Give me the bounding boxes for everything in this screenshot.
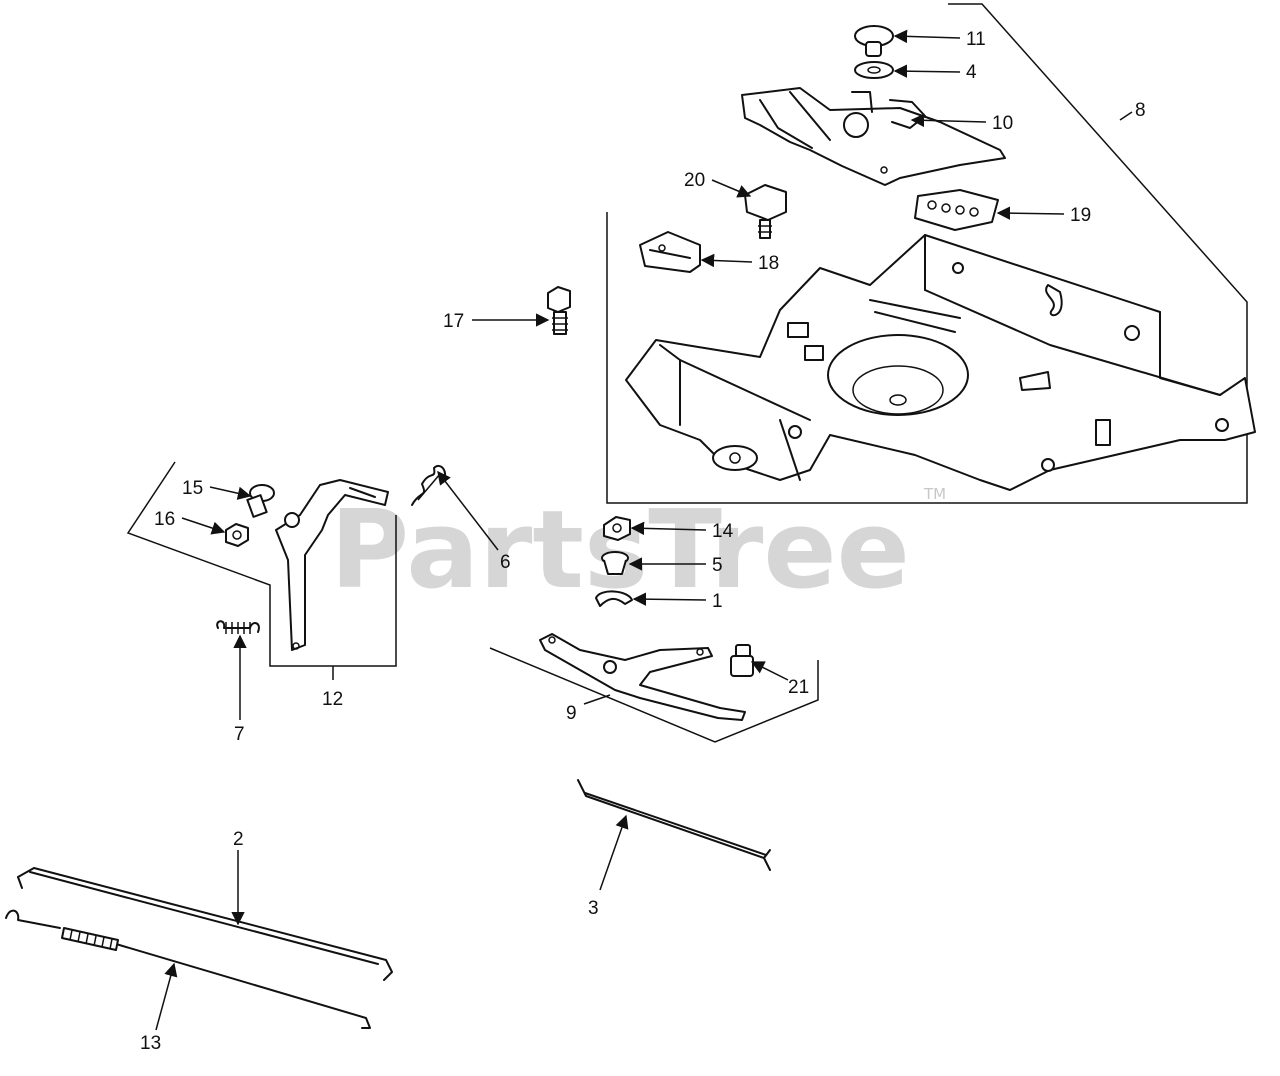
callout-16: 16 (154, 509, 175, 530)
switch-part-20 (744, 184, 787, 239)
callout-18: 18 (758, 253, 779, 274)
washer-part-4 (854, 61, 894, 79)
shoulder-bolt-part-15 (246, 484, 275, 518)
callout-1: 1 (712, 591, 723, 612)
callout-19: 19 (1070, 205, 1091, 226)
bushing-part-5 (601, 551, 629, 575)
rod-part-13 (5, 909, 371, 1029)
knob-part-11 (854, 25, 894, 57)
callout-3: 3 (588, 898, 599, 919)
callout-13: 13 (140, 1033, 161, 1054)
callout-11: 11 (966, 29, 986, 50)
callout-5: 5 (712, 555, 723, 576)
callout-14: 14 (712, 521, 734, 542)
callout-7: 7 (234, 724, 245, 745)
control-plate-part-10 (741, 87, 1006, 186)
callout-20: 20 (684, 170, 705, 191)
callout-12: 12 (322, 689, 343, 710)
stop-part-21 (730, 644, 754, 677)
callout-10: 10 (992, 113, 1013, 134)
rod-part-2 (17, 867, 393, 981)
group-bracket-9 (489, 647, 819, 743)
callout-8: 8 (1135, 100, 1146, 121)
callout-4: 4 (966, 62, 977, 83)
callout-15: 15 (182, 478, 203, 499)
clip-part-1 (595, 590, 633, 607)
callout-labels: 11 4 10 8 20 19 18 17 15 16 6 14 5 1 12 … (140, 29, 1146, 1054)
link-plate-part-9 (539, 633, 746, 721)
spring-part-7 (216, 620, 260, 634)
rod-part-3 (577, 779, 771, 871)
spring-part-6 (411, 464, 446, 506)
group-bracket-12 (126, 461, 397, 680)
callout-21: 21 (788, 677, 809, 698)
bolt-part-17 (547, 286, 571, 335)
watermark-trademark: TM (923, 485, 946, 503)
flange-nut-part-14 (603, 516, 631, 541)
clip-part-18 (639, 231, 701, 273)
terminal-block-part-19 (914, 189, 999, 231)
lever-part-12 (275, 479, 389, 651)
callout-17: 17 (443, 311, 464, 332)
callout-2: 2 (233, 829, 244, 850)
nut-part-16 (225, 523, 249, 547)
base-plate-part-8 (625, 234, 1256, 491)
leader-lines (155, 29, 1065, 1031)
callout-6: 6 (500, 552, 511, 573)
callout-9: 9 (566, 703, 577, 724)
